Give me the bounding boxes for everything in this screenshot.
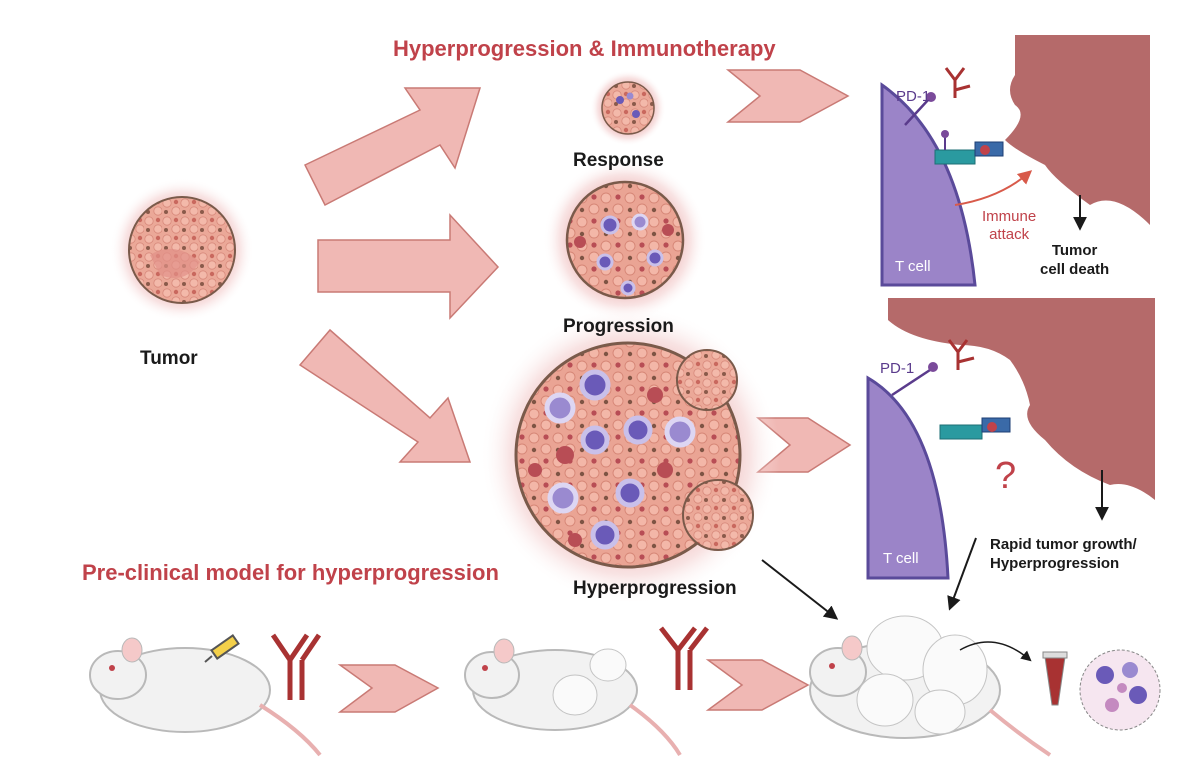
antibody-icon-bottom bbox=[947, 339, 975, 370]
blood-cells-inset bbox=[1079, 649, 1161, 731]
label-question-mark: ? bbox=[995, 455, 1017, 497]
tcell-shape-bottom bbox=[866, 375, 950, 580]
label-pd1-bottom: PD-1 bbox=[880, 360, 915, 377]
tumor-cell-shape-top bbox=[1005, 35, 1150, 225]
chevron-bottom-right bbox=[705, 659, 810, 711]
chevron-bottom-left bbox=[337, 664, 440, 713]
label-hyperprogression: Hyperprogression bbox=[573, 578, 737, 599]
figure-title: Hyperprogression & Immunotherapy bbox=[393, 36, 776, 61]
antibody-icon-top bbox=[944, 67, 971, 98]
chevron-top bbox=[725, 69, 850, 123]
arrow-to-progression bbox=[317, 213, 500, 320]
tumor-cell-shape-bottom bbox=[888, 298, 1155, 500]
panel-response-mechanism bbox=[865, 35, 1150, 287]
label-progression: Progression bbox=[563, 316, 674, 337]
mouse-tail bbox=[258, 703, 322, 757]
immune-attack-arrow bbox=[954, 170, 1033, 206]
tumor-response bbox=[590, 70, 666, 146]
arrow-panel-to-mouse bbox=[947, 537, 977, 611]
mouse-tumor-small bbox=[464, 638, 682, 757]
label-tcell-bottom: T cell bbox=[883, 550, 919, 567]
mouse-injected bbox=[89, 634, 322, 757]
label-pd1-top: PD-1 bbox=[896, 88, 931, 105]
syringe-icon bbox=[204, 634, 240, 663]
tumor-hyperprogression bbox=[480, 305, 780, 605]
mouse-tumor-large bbox=[809, 615, 1052, 757]
antibody-icon-mouse-1 bbox=[270, 633, 322, 700]
arrow-to-hyperprogression bbox=[298, 328, 472, 463]
tube-icon bbox=[1042, 651, 1068, 706]
arrow-hyper-to-mouse bbox=[761, 559, 839, 620]
label-tumor-cell-death: Tumor cell death bbox=[1040, 242, 1110, 278]
label-immune-attack: Immune attack bbox=[982, 208, 1037, 243]
arrow-to-response bbox=[303, 87, 482, 207]
label-tcell-top: T cell bbox=[895, 258, 931, 275]
antibody-icon-mouse-2 bbox=[659, 626, 709, 690]
label-tumor: Tumor bbox=[140, 348, 198, 369]
label-rapid-growth: Rapid tumor growth/ Hyperprogression bbox=[990, 536, 1137, 572]
tumor-progression bbox=[543, 158, 707, 322]
tumor-initial bbox=[110, 178, 254, 322]
panel-hyperprogression-mechanism bbox=[865, 298, 1155, 580]
chevron-middle bbox=[755, 417, 852, 473]
label-response: Response bbox=[573, 150, 664, 171]
model-title: Pre-clinical model for hyperprogression bbox=[82, 560, 499, 585]
